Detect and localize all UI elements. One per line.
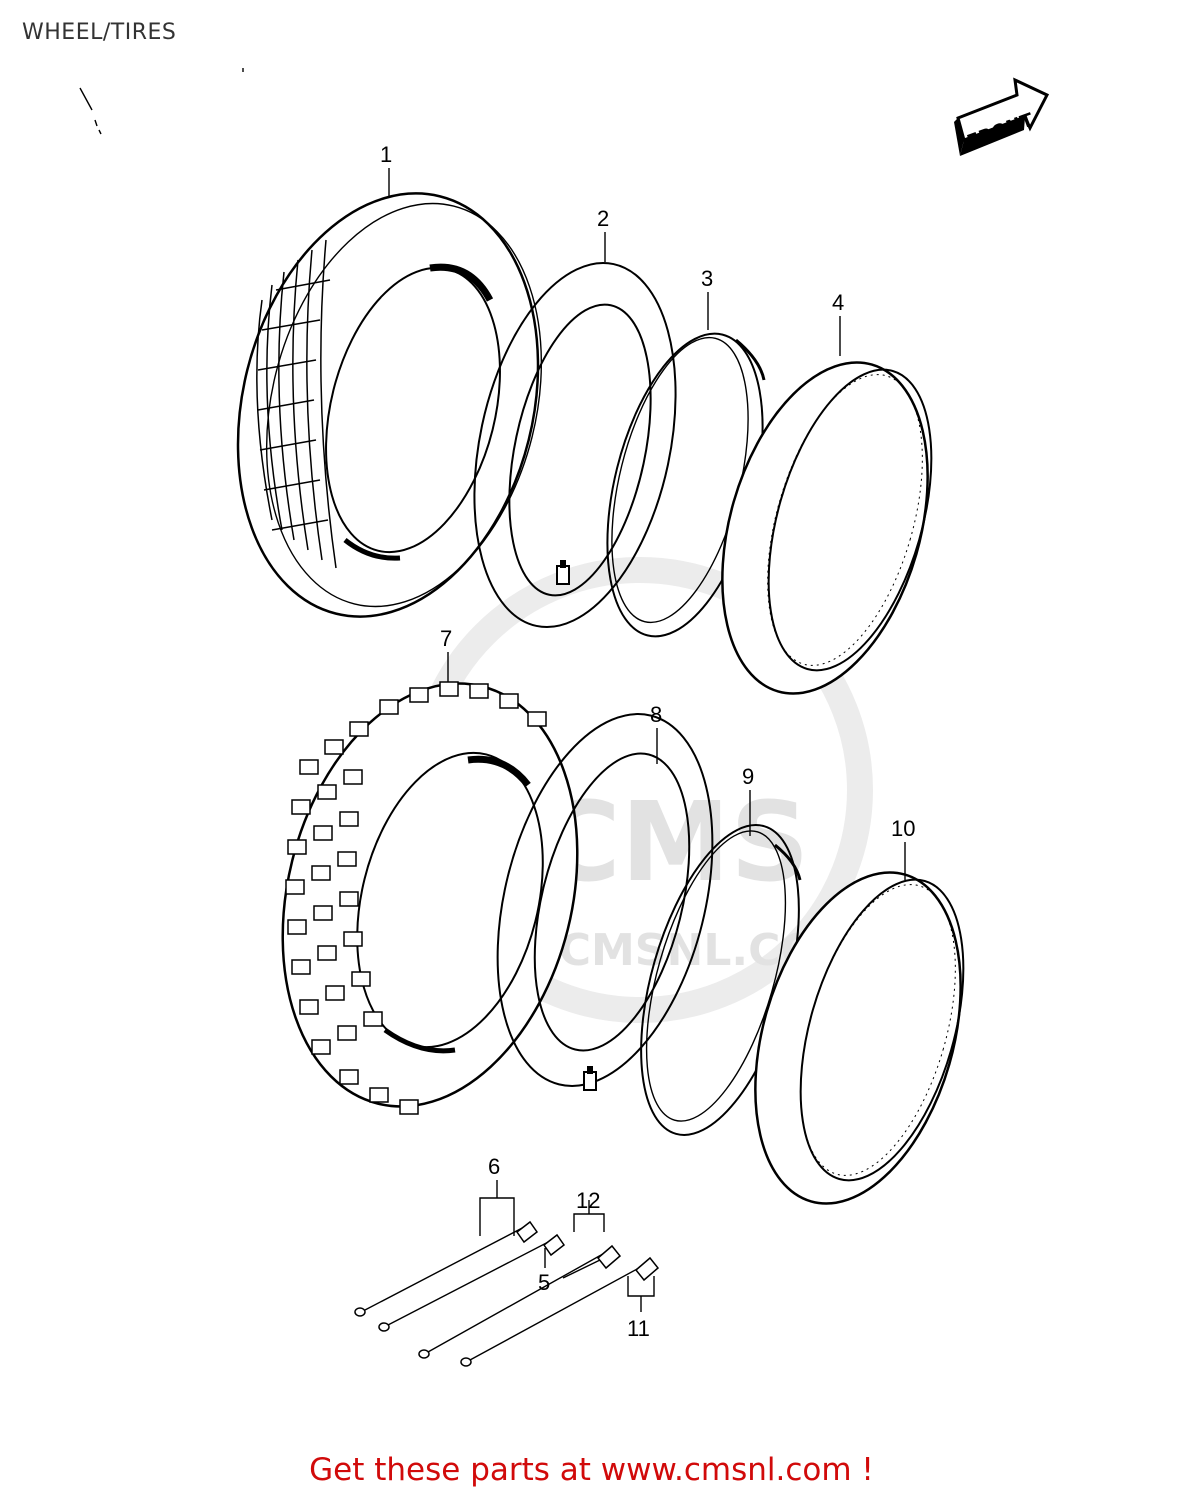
callout-11: 11 [627,1316,650,1341]
tire-road [236,192,543,618]
callout-3: 3 [701,266,713,291]
callout-7: 7 [440,626,452,651]
watermark-logo-text: CMS [540,778,809,906]
footer-cta: Get these parts at www.cmsnl.com ! [0,1452,1183,1488]
callout-6: 6 [488,1154,500,1179]
rim-front [721,361,933,695]
footer-link[interactable]: Get these parts at www.cmsnl.com ! [309,1452,874,1488]
callout-1: 1 [380,142,392,167]
inner-tube-rear [496,713,714,1091]
leader-lines [388,168,906,880]
part-callouts: 1 2 3 4 5 6 7 8 9 10 11 12 [380,142,915,1341]
scan-marks [79,68,244,135]
callout-2: 2 [597,206,609,231]
callout-10: 10 [891,816,915,841]
callout-4: 4 [832,290,844,315]
callout-9: 9 [742,764,754,789]
front-arrow-icon: FRONT [954,77,1050,156]
callout-12: 12 [576,1188,600,1213]
tire-knobby [281,681,579,1115]
callout-8: 8 [650,702,662,727]
callout-5: 5 [538,1270,550,1295]
page-title: WHEEL/TIRES [22,20,177,45]
inner-tube-front [473,261,677,629]
spokes-group [354,1180,660,1367]
